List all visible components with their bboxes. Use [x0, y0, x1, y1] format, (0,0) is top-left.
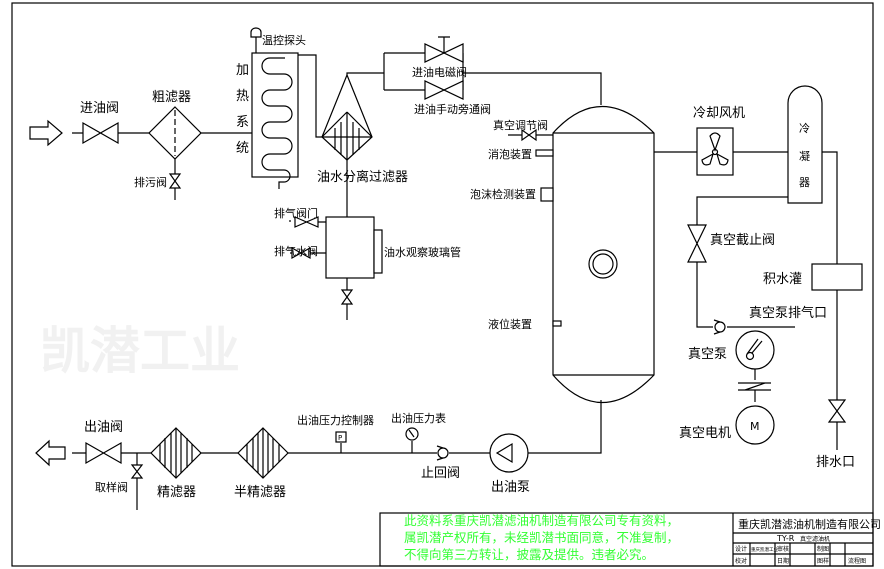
- title-block: [379, 512, 874, 567]
- oil-water-separator: [321, 73, 373, 161]
- drain-valve-label: 排污阀: [134, 175, 167, 189]
- glass-tube-label: 油水观察玻璃管: [384, 245, 461, 259]
- tb-r2c6: 流程图: [848, 557, 866, 565]
- outlet-pump: [489, 433, 529, 473]
- check-valve-label: 止回阀: [421, 466, 460, 481]
- check-valve: [436, 445, 449, 461]
- drain-valve: [168, 173, 182, 189]
- temp-probe-label: 温控探头: [262, 33, 306, 47]
- inlet-valve-label: 进油阀: [80, 101, 119, 116]
- bypass-valve-label: 进油手动旁通阀: [414, 102, 491, 116]
- fine-filter-label: 精滤器: [157, 485, 196, 500]
- vacuum-adjust-valve-label: 真空调节阀: [493, 118, 548, 132]
- outlet-pump-label: 出油泵: [491, 480, 530, 495]
- outlet-valve: [85, 441, 122, 465]
- outlet-valve-label: 出油阀: [84, 420, 123, 435]
- pressure-controller-label: 出油压力控制器: [297, 413, 374, 427]
- sample-valve: [130, 464, 144, 479]
- notice-line-1: 此资料系重庆凯潜滤油机制造有限公司专有资料，: [404, 513, 679, 528]
- heating-label-2: 热: [236, 89, 249, 104]
- coarse-filter: [148, 106, 202, 160]
- company-name: 重庆凯潜滤油机制造有限公司: [738, 517, 881, 531]
- semi-fine-filter-label: 半精滤器: [234, 485, 286, 500]
- level-device-label: 液位装置: [488, 317, 532, 331]
- foam-detector-label: 泡沫检测装置: [470, 187, 536, 201]
- outlet-arrow-icon: [35, 439, 66, 467]
- heating-label-4: 统: [236, 141, 249, 156]
- tb-r2c1: 校对: [735, 557, 747, 565]
- svg-text:P: P: [338, 434, 342, 442]
- inlet-valve: [82, 121, 119, 145]
- condenser-label-3: 器: [799, 176, 810, 189]
- vacuum-pump-label: 真空泵: [688, 347, 727, 362]
- vent-water-valve-label: 排气水阀: [274, 244, 318, 258]
- pump-exhaust-label: 真空泵排气口: [749, 305, 827, 321]
- product-name: 真空滤油机: [800, 535, 830, 543]
- pressure-gauge: [405, 427, 419, 441]
- drain-outlet-valve: [827, 399, 847, 423]
- vacuum-pump: [735, 330, 775, 370]
- water-collection-box: [325, 216, 383, 279]
- condenser-label-2: 凝: [799, 149, 810, 163]
- coarse-filter-label: 粗滤器: [152, 90, 191, 105]
- heating-label-3: 系: [236, 115, 249, 130]
- cooling-fan: [696, 127, 734, 176]
- bottom-drain-valve: [340, 289, 354, 305]
- pressure-gauge-label: 出油压力表: [391, 411, 446, 425]
- notice-line-3: 不得向第三方转让，披露及提供。违者必究。: [404, 547, 654, 562]
- drawing-frame: [11, 2, 874, 567]
- heating-system: [251, 52, 299, 189]
- separator-label: 油水分离过滤器: [317, 169, 408, 185]
- water-tank: [811, 263, 863, 291]
- coupling: [738, 369, 771, 402]
- inlet-arrow-icon: [29, 119, 63, 147]
- sample-valve-label: 取样阀: [95, 480, 128, 494]
- model-number: TY-R: [776, 534, 795, 543]
- vacuum-tank: [535, 105, 655, 404]
- vacuum-stop-valve-label: 真空截止阀: [710, 233, 775, 248]
- tb-r1c1: 设计: [735, 545, 747, 553]
- pressure-switch: P: [335, 431, 347, 443]
- vacuum-adjust-valve: [521, 128, 537, 142]
- watermark: 凯潜工业: [40, 322, 240, 380]
- tb-r1c2: 重庆凯潜工业: [751, 546, 778, 553]
- vent-water-valve: [291, 246, 311, 260]
- vent-valve: [294, 216, 319, 228]
- vacuum-motor-label: 真空电机: [679, 426, 731, 441]
- svg-text:M: M: [750, 420, 760, 433]
- vacuum-stop-valve: [687, 224, 707, 263]
- vacuum-check-valve: [713, 319, 726, 335]
- solenoid-valve: [424, 36, 464, 63]
- bypass-valve: [424, 80, 464, 100]
- notice-line-2: 属凯潜产权所有，未经凯潜书面同意，不准复制，: [404, 530, 679, 545]
- heating-label-1: 加: [236, 63, 249, 78]
- vacuum-motor: M: [735, 405, 775, 445]
- tb-r2c3: 日期: [777, 557, 789, 565]
- tb-r1c3: 审核: [777, 545, 789, 553]
- semi-fine-filter: [237, 427, 289, 479]
- temp-probe: [250, 27, 262, 53]
- water-tank-label: 积水灌: [763, 272, 802, 287]
- drain-outlet-label: 排水口: [816, 455, 855, 470]
- fine-filter: [150, 427, 202, 479]
- condenser-label-1: 冷: [799, 122, 810, 135]
- condenser: [787, 85, 823, 204]
- defoamer-label: 消泡装置: [488, 147, 532, 161]
- vent-valve-label: 排气阀门: [274, 206, 318, 220]
- cooling-fan-label: 冷却风机: [693, 106, 745, 121]
- tb-r2c5: 图样: [817, 557, 829, 565]
- solenoid-valve-label: 进油电磁阀: [412, 65, 467, 79]
- tb-r1c5: 制图: [817, 545, 829, 553]
